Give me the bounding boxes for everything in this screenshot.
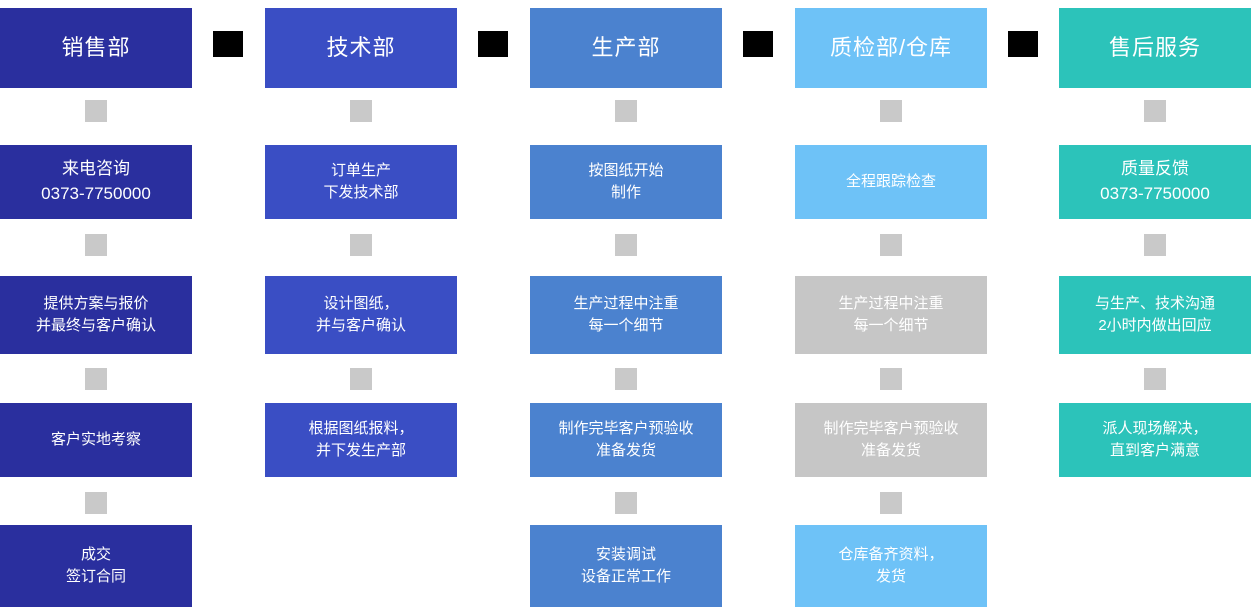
column-header-production: 生产部 (530, 8, 722, 88)
connector-vertical (615, 492, 637, 514)
step-card: 生产过程中注重 每一个细节 (530, 276, 722, 354)
connector-vertical (880, 100, 902, 122)
step-card: 按图纸开始 制作 (530, 145, 722, 219)
step-line: 并下发生产部 (315, 442, 406, 459)
step-line: 制作完毕客户预验收 (823, 420, 959, 438)
connector-horizontal (213, 31, 243, 57)
step-line: 生产过程中注重 (573, 295, 679, 313)
step-line: 并最终与客户确认 (35, 317, 156, 334)
column-sales: 销售部 来电咨询 0373-7750000 提供方案与报价 并最终与客户确认 客… (0, 0, 192, 607)
step-line: 全程跟踪检查 (845, 173, 936, 191)
connector-vertical (615, 100, 637, 122)
connector-vertical (85, 368, 107, 390)
header-label: 质检部/仓库 (829, 35, 953, 61)
column-production: 生产部 按图纸开始 制作 生产过程中注重 每一个细节 制作完毕客户预验收 准备发… (530, 0, 722, 607)
step-card: 提供方案与报价 并最终与客户确认 (0, 276, 192, 354)
column-header-after-sales: 售后服务 (1059, 8, 1251, 88)
step-line: 0373-7750000 (1100, 184, 1210, 203)
connector-vertical (1144, 100, 1166, 122)
connector-vertical (85, 492, 107, 514)
step-card: 制作完毕客户预验收 准备发货 (795, 403, 987, 477)
step-card: 与生产、技术沟通 2小时内做出回应 (1059, 276, 1251, 354)
header-label: 技术部 (326, 35, 396, 61)
step-line: 签订合同 (65, 568, 126, 585)
step-card: 订单生产 下发技术部 (265, 145, 457, 219)
step-line: 客户实地考察 (50, 431, 141, 449)
step-line: 每一个细节 (588, 317, 664, 334)
step-line: 根据图纸报料， (308, 420, 414, 438)
connector-vertical (880, 492, 902, 514)
step-line: 2小时内做出回应 (1098, 317, 1212, 334)
step-line: 制作 (610, 184, 641, 201)
connector-vertical (85, 100, 107, 122)
step-card: 制作完毕客户预验收 准备发货 (530, 403, 722, 477)
step-line: 0373-7750000 (41, 184, 151, 203)
connector-vertical (615, 368, 637, 390)
step-line: 准备发货 (595, 442, 656, 459)
header-label: 售后服务 (1108, 35, 1201, 61)
step-card: 成交 签订合同 (0, 525, 192, 607)
step-card: 派人现场解决， 直到客户满意 (1059, 403, 1251, 477)
step-line: 与生产、技术沟通 (1094, 295, 1215, 313)
connector-vertical (350, 234, 372, 256)
step-line: 每一个细节 (853, 317, 929, 334)
step-line: 设备正常工作 (580, 568, 671, 585)
header-label: 销售部 (61, 35, 131, 61)
column-header-sales: 销售部 (0, 8, 192, 88)
step-line: 成交 (80, 546, 111, 564)
step-card: 质量反馈 0373-7750000 (1059, 145, 1251, 219)
step-line: 设计图纸， (323, 295, 399, 313)
connector-horizontal (478, 31, 508, 57)
step-card: 全程跟踪检查 (795, 145, 987, 219)
step-line: 发货 (875, 568, 906, 585)
column-qc-warehouse: 质检部/仓库 全程跟踪检查 生产过程中注重 每一个细节 制作完毕客户预验收 准备… (795, 0, 987, 607)
column-technology: 技术部 订单生产 下发技术部 设计图纸， 并与客户确认 根据图纸报料， 并下发生… (265, 0, 457, 607)
step-card: 设计图纸， 并与客户确认 (265, 276, 457, 354)
connector-horizontal (743, 31, 773, 57)
step-card: 安装调试 设备正常工作 (530, 525, 722, 607)
connector-vertical (880, 234, 902, 256)
step-line: 订单生产 (330, 162, 391, 180)
step-card: 仓库备齐资料， 发货 (795, 525, 987, 607)
step-card: 根据图纸报料， 并下发生产部 (265, 403, 457, 477)
step-card: 来电咨询 0373-7750000 (0, 145, 192, 219)
step-line: 安装调试 (595, 546, 656, 564)
connector-vertical (85, 234, 107, 256)
step-line: 并与客户确认 (315, 317, 406, 334)
step-line: 来电咨询 (62, 159, 130, 179)
step-line: 仓库备齐资料， (838, 546, 944, 564)
step-line: 准备发货 (860, 442, 921, 459)
step-card: 生产过程中注重 每一个细节 (795, 276, 987, 354)
column-header-qc-warehouse: 质检部/仓库 (795, 8, 987, 88)
step-line: 按图纸开始 (588, 162, 664, 180)
connector-vertical (350, 368, 372, 390)
connector-vertical (350, 100, 372, 122)
step-card: 客户实地考察 (0, 403, 192, 477)
connector-vertical (1144, 234, 1166, 256)
header-label: 生产部 (591, 35, 661, 61)
step-line: 质量反馈 (1121, 159, 1189, 179)
step-line: 提供方案与报价 (43, 295, 149, 313)
step-line: 派人现场解决， (1102, 420, 1208, 438)
column-after-sales: 售后服务 质量反馈 0373-7750000 与生产、技术沟通 2小时内做出回应… (1059, 0, 1251, 607)
connector-vertical (1144, 368, 1166, 390)
step-line: 下发技术部 (323, 184, 399, 201)
column-header-technology: 技术部 (265, 8, 457, 88)
step-line: 直到客户满意 (1109, 442, 1200, 459)
step-line: 生产过程中注重 (838, 295, 944, 313)
connector-vertical (880, 368, 902, 390)
connector-horizontal (1008, 31, 1038, 57)
step-line: 制作完毕客户预验收 (558, 420, 694, 438)
connector-vertical (615, 234, 637, 256)
